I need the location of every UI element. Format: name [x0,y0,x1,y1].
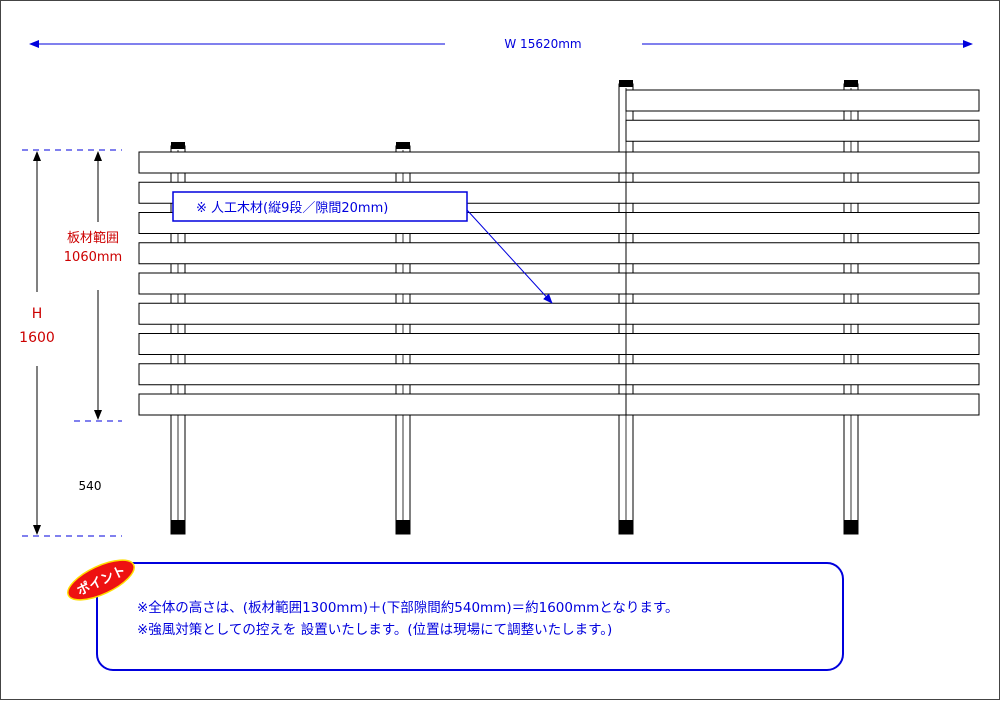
left-fence-board [138,393,627,416]
fence-post-cap [171,142,185,149]
callout-box [172,191,468,222]
note-line-2: ※強風対策としての控えを 設置いたします。(位置は現場にて調整いたします。) [137,621,612,638]
left-fence-board [138,151,627,174]
right-fence-board [625,333,980,355]
right-upper-fence-board [625,89,980,112]
fence-post-cap [619,80,633,87]
left-fence-board [138,302,627,325]
fence-post-foot [619,520,633,534]
fence-post-cap [396,142,410,149]
left-fence-board [138,363,627,386]
right-fence-board [625,272,980,295]
badge-shape [67,559,135,601]
right-fence-board [625,181,980,204]
height-label-value: 1600 [19,330,55,346]
callout-text: ※ 人工木材(縦9段／隙間20mm) [196,201,388,216]
right-fence-board [625,242,980,265]
height-dimension: H 1600 板材範囲 1060mm 540 [19,149,122,537]
material-callout: ※ 人工木材(縦9段／隙間20mm) [172,191,553,304]
height-label-h: H [32,306,43,322]
board-range-value: 1060mm [64,250,122,265]
bottom-gap-label: 540 [79,479,102,493]
right-fence-board [625,393,980,416]
fence-post-cap [844,80,858,87]
right-fence-board [625,363,980,386]
fence-structure [138,80,980,535]
width-label: W 15620mm [504,37,581,51]
left-fence-board [138,242,627,265]
callout-leader-arrow [466,209,553,304]
board-range-label: 板材範囲 [67,231,119,246]
width-dimension: W 15620mm [29,37,973,51]
left-fence-board [138,333,627,355]
fence-post-foot [396,520,410,534]
fence-post-foot [844,520,858,534]
right-fence-board [625,151,980,174]
note-box [96,562,844,671]
right-fence-board [625,212,980,234]
right-upper-fence-board [625,119,980,142]
fence-post-foot [171,520,185,534]
point-note: ポイント ※全体の高さは、(板材範囲1300mm)＋(下部隙間約540mm)＝約… [67,559,844,671]
left-fence-board [138,272,627,295]
right-fence-board [625,302,980,325]
note-line-1: ※全体の高さは、(板材範囲1300mm)＋(下部隙間約540mm)＝約1600m… [137,599,679,616]
